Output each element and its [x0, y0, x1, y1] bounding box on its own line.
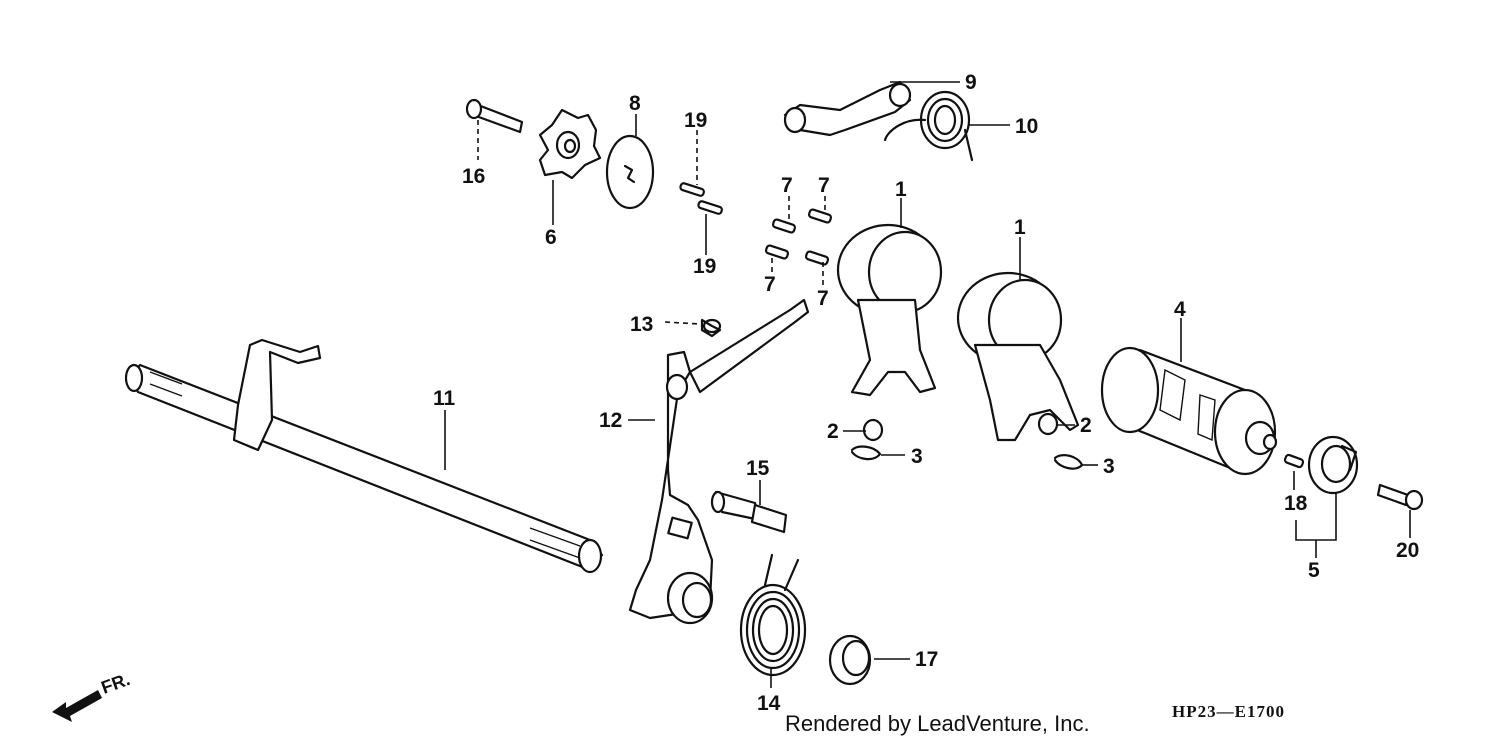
part-14-return-spring[interactable] — [739, 553, 807, 677]
part-9-stopper-arm[interactable] — [783, 80, 912, 137]
callout-9: 9 — [965, 71, 977, 94]
part-2-roller-left[interactable] — [862, 418, 884, 442]
callout-14: 14 — [757, 692, 781, 715]
callout-13: 13 — [630, 313, 653, 336]
part-16-bolt[interactable] — [465, 98, 524, 134]
part-15-stud-bolt[interactable] — [710, 490, 788, 534]
callout-7c: 7 — [764, 273, 776, 296]
front-label: FR. — [99, 669, 133, 698]
part-5-drum-plate[interactable] — [1307, 435, 1359, 495]
part-13-spring[interactable] — [700, 318, 722, 338]
callout-12: 12 — [599, 409, 622, 432]
part-7-guide-pins[interactable] — [764, 208, 833, 266]
part-12-gearshift-arm[interactable] — [628, 350, 714, 625]
callout-7d: 7 — [817, 287, 829, 310]
credit-text: Rendered by LeadVenture, Inc. — [785, 711, 1090, 736]
part-10-spring[interactable] — [883, 90, 974, 162]
part-19-dowel-pins[interactable] — [679, 182, 723, 215]
callout-5: 5 — [1308, 559, 1320, 582]
shift-arm-plate[interactable] — [688, 298, 810, 394]
callout-labels: 11 12 13 14 15 17 16 6 8 19 19 9 10 1 1 … — [433, 71, 1419, 715]
callout-16: 16 — [462, 165, 485, 188]
diagram-code: HP23—E1700 — [1172, 702, 1285, 721]
callout-15: 15 — [746, 457, 770, 480]
front-direction-indicator: FR. — [52, 669, 133, 722]
part-17-oil-seal[interactable] — [828, 634, 872, 686]
callout-11: 11 — [433, 387, 456, 410]
callout-3b: 3 — [1103, 455, 1115, 478]
part-18-dowel-pin[interactable] — [1283, 453, 1305, 469]
callout-10: 10 — [1015, 115, 1038, 138]
callout-7b: 7 — [818, 174, 830, 197]
callout-19b: 19 — [693, 255, 716, 278]
callout-18: 18 — [1284, 492, 1308, 515]
leader-lines — [444, 81, 1411, 688]
callout-2a: 2 — [827, 420, 839, 443]
callout-20: 20 — [1396, 539, 1419, 562]
callout-6: 6 — [545, 226, 557, 249]
callout-2b: 2 — [1080, 414, 1092, 437]
part-4-shift-drum[interactable] — [1100, 346, 1278, 476]
part-3-clip-left[interactable] — [850, 445, 882, 461]
part-2-roller-right[interactable] — [1037, 412, 1059, 436]
part-20-bolt[interactable] — [1376, 483, 1424, 511]
part-1-shift-fork-left[interactable] — [836, 223, 943, 397]
callout-3a: 3 — [911, 445, 923, 468]
part-8-plate[interactable] — [605, 134, 655, 210]
callout-1a: 1 — [895, 178, 907, 201]
front-arrow-icon — [52, 690, 102, 722]
part-1-shift-fork-right[interactable] — [956, 271, 1080, 442]
callout-19a: 19 — [684, 109, 707, 132]
callout-4: 4 — [1174, 298, 1186, 321]
callout-17: 17 — [915, 648, 938, 671]
callout-1b: 1 — [1014, 216, 1026, 239]
part-3-clip-right[interactable] — [1053, 454, 1084, 470]
callout-7a: 7 — [781, 174, 793, 197]
callout-8: 8 — [629, 92, 641, 115]
part-6-stopper-plate[interactable] — [538, 108, 602, 180]
part-11-gearshift-spindle[interactable] — [124, 338, 604, 574]
